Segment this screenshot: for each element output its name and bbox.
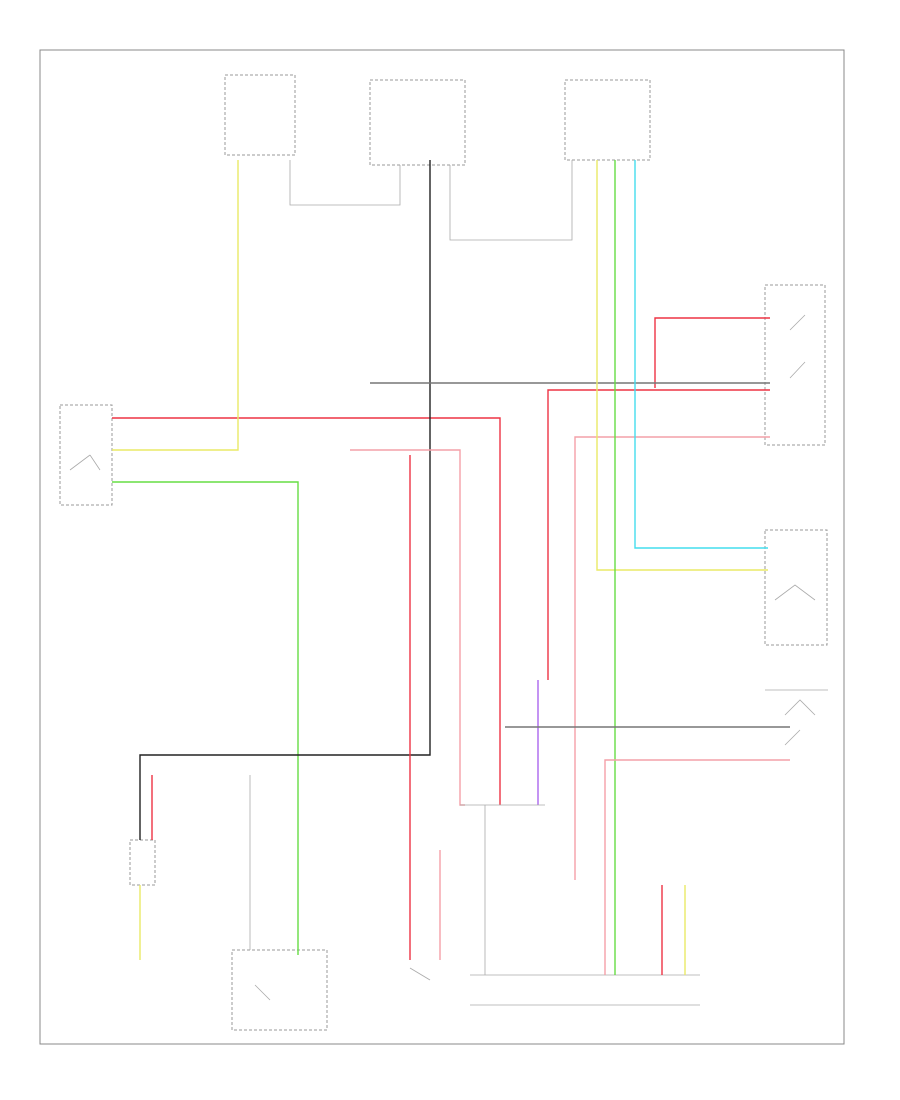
fuse-top-left-box (224, 74, 296, 156)
trs-switch-symbol (784, 699, 816, 746)
wire-yellow-relay-fuse (112, 160, 239, 451)
starter-box (231, 949, 328, 1031)
battery-box (129, 839, 156, 886)
neutral-switch-symbol (774, 584, 816, 601)
pcm-bus-line (460, 804, 545, 975)
neutral-switch-box (764, 529, 828, 646)
wire-cyan-neutral (634, 160, 768, 549)
top-link-1 (289, 160, 401, 206)
relay-coil-symbol (69, 454, 101, 471)
wire-red-shift-a (654, 317, 770, 388)
wire-red-shift-b (547, 389, 770, 680)
wire-pink-clutch (350, 449, 465, 806)
wire-yellow-neutral (596, 160, 768, 571)
wire-pink-trs (604, 759, 790, 975)
wire-black-battery-mid (139, 160, 431, 840)
shift-switch-symbol (789, 314, 806, 379)
clutch-switch-symbol (409, 967, 431, 981)
wire-pink-shift-c (574, 436, 770, 880)
fuse-top-mid-box (369, 79, 466, 166)
shift-lever-switch-box (764, 284, 826, 446)
top-link-2 (449, 160, 573, 241)
diagram-frame (39, 49, 845, 1045)
relay-box (59, 404, 113, 506)
starter-switch-symbol (254, 984, 271, 1001)
wire-green-relay-starter (112, 481, 299, 955)
wire-red-relay-main (112, 417, 501, 805)
junction-top-right-box (564, 79, 651, 161)
